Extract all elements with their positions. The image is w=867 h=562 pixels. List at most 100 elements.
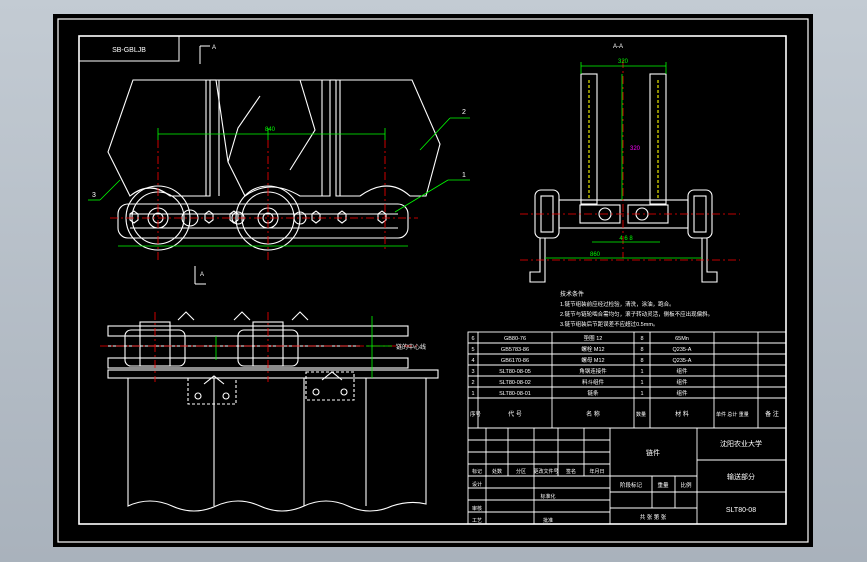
parts-cell-name: 螺栓 M12 (581, 345, 604, 353)
tb-role-label: 分区 (516, 468, 526, 475)
tb-part-title: 输送部分 (727, 472, 755, 481)
tb-staff-label: 工艺 (472, 518, 482, 524)
tb-sheets: 共 张 第 张 (640, 513, 667, 521)
parts-cell-qty: 1 (640, 391, 643, 397)
parts-header-wt: 单件 总计 重量 (716, 411, 749, 418)
balloon-3: 3 (92, 192, 96, 199)
section-dims (545, 62, 702, 259)
tb-roles-row: 标记 处数 分区更改文件号 签名 年月日 (472, 468, 605, 475)
parts-cell-no: 4 (471, 358, 474, 364)
tech-req-line-2: 2.链节与链轮啮合需均匀，滚子转动灵活，侧板不应出现偏斜。 (560, 310, 713, 318)
parts-cell-code: SLT80-08-01 (499, 391, 531, 397)
section-marker-bottom-label: A (200, 272, 204, 278)
tb-staff-label: 批准 (543, 517, 553, 524)
parts-cell-mat: Q235-A (673, 347, 692, 353)
tb-weight: 重量 (657, 481, 669, 489)
tb-university: 沈阳农业大学 (720, 439, 762, 448)
plan-view-centerlines (100, 312, 420, 382)
parts-cell-qty: 8 (640, 347, 643, 353)
parts-cell-name: 链条 (587, 389, 599, 397)
tb-scale: 比例 (680, 481, 692, 489)
plan-view-dims (215, 316, 392, 378)
main-view-centerlines (110, 140, 418, 262)
parts-header-mat: 材 料 (675, 410, 689, 418)
parts-cell-no: 3 (471, 369, 474, 375)
angle-right (701, 238, 718, 283)
parts-cell-mat: 组件 (676, 389, 688, 397)
parts-cell-name: 螺母 M12 (581, 356, 604, 364)
code-box: SB-GBLJB (78, 35, 180, 62)
wheel-right (235, 185, 301, 251)
tb-drawing-no: SLT80-08 (726, 507, 756, 514)
parts-cell-code: SLT80-08-05 (499, 369, 531, 375)
hex-nut (204, 210, 214, 224)
parts-header-note: 备 注 (765, 410, 779, 418)
outer-frame (57, 18, 809, 543)
tb-material-cell: 链件 (646, 448, 660, 457)
parts-cell-code: GB5783-86 (501, 347, 529, 353)
parts-cell-qty: 8 (640, 358, 643, 364)
parts-header-qty: 数量 (636, 411, 646, 418)
leader-lines (88, 117, 470, 213)
parts-cell-code: GB6170-86 (501, 358, 529, 364)
angle-left (529, 238, 546, 283)
code-box-text: SB-GBLJB (112, 47, 146, 54)
parts-cell-no: 6 (471, 336, 474, 342)
bucket-left (107, 79, 211, 197)
tb-role-label: 更改文件号 (533, 468, 558, 475)
parts-cell-mat: 65Mn (675, 336, 689, 342)
chain-plate (117, 203, 409, 239)
parts-header-name: 名 称 (586, 410, 600, 418)
main-view-dims (118, 128, 408, 247)
parts-cell-mat: 组件 (676, 378, 688, 386)
tech-req-line-3: 3.链节组装后节距误差不应超过0.5mm。 (560, 320, 658, 328)
parts-cell-mat: 组件 (676, 367, 688, 375)
dim-side-height: 320 (630, 146, 641, 152)
inner-frame (78, 35, 787, 525)
tb-role-label: 年月日 (589, 468, 604, 475)
parts-cell-no: 2 (471, 380, 474, 386)
dim-small: 4 6 8 (619, 236, 633, 242)
bracket-right (305, 371, 355, 401)
parts-cell-name: 料斗组件 (582, 378, 605, 386)
tb-role-label: 处数 (492, 468, 502, 475)
section-title: A-A (613, 44, 623, 50)
side-plate-right (649, 73, 667, 205)
balloon-1: 1 (462, 172, 466, 179)
tb-role-label: 标记 (472, 468, 482, 475)
tb-staff-label: 设计 (472, 481, 482, 488)
parts-header-no: 序号 (470, 410, 482, 418)
side-plate-left (580, 73, 598, 205)
section-marker-top (199, 45, 210, 64)
dim-bottom-width: 860 (590, 252, 601, 258)
tb-role-label: 签名 (566, 468, 576, 475)
tech-requirements: 技术条件 1.链节组装前应经过检验，清洗，涂油，跑合。 2.链节与链轮啮合需均匀… (560, 290, 713, 328)
dim-center-distance: 840 (265, 127, 276, 133)
parts-cell-name: 角钢连接件 (579, 367, 607, 375)
tb-staff-label: 审核 (472, 505, 482, 512)
parts-header-code: 代 号 (508, 410, 522, 418)
dim-top-width: 320 (618, 59, 629, 65)
section-marker-bottom (194, 266, 206, 285)
tb-staff-label: 标准化 (540, 493, 555, 500)
parts-cell-code: GB80-76 (504, 336, 526, 342)
parts-cell-qty: 1 (640, 380, 643, 386)
tech-req-title: 技术条件 (560, 290, 584, 298)
section-centerlines (520, 60, 740, 261)
drawing-sheet (53, 14, 813, 547)
hopper-body (127, 378, 427, 512)
tb-stage: 阶段标记 (620, 481, 643, 489)
parts-cell-qty: 8 (640, 336, 643, 342)
balloon-2: 2 (462, 109, 466, 116)
bucket-right (335, 79, 441, 197)
parts-cell-no: 5 (471, 347, 474, 353)
tech-req-line-1: 1.链节组装前应经过检验，清洗，涂油，跑合。 (560, 300, 675, 308)
section-marker-top-label: A (212, 45, 216, 51)
parts-cell-mat: Q235-A (673, 358, 692, 364)
parts-cell-code: SLT80-08-02 (499, 380, 531, 386)
parts-cell-no: 1 (471, 391, 474, 397)
parts-cell-name: 垫圈 12 (584, 334, 603, 342)
